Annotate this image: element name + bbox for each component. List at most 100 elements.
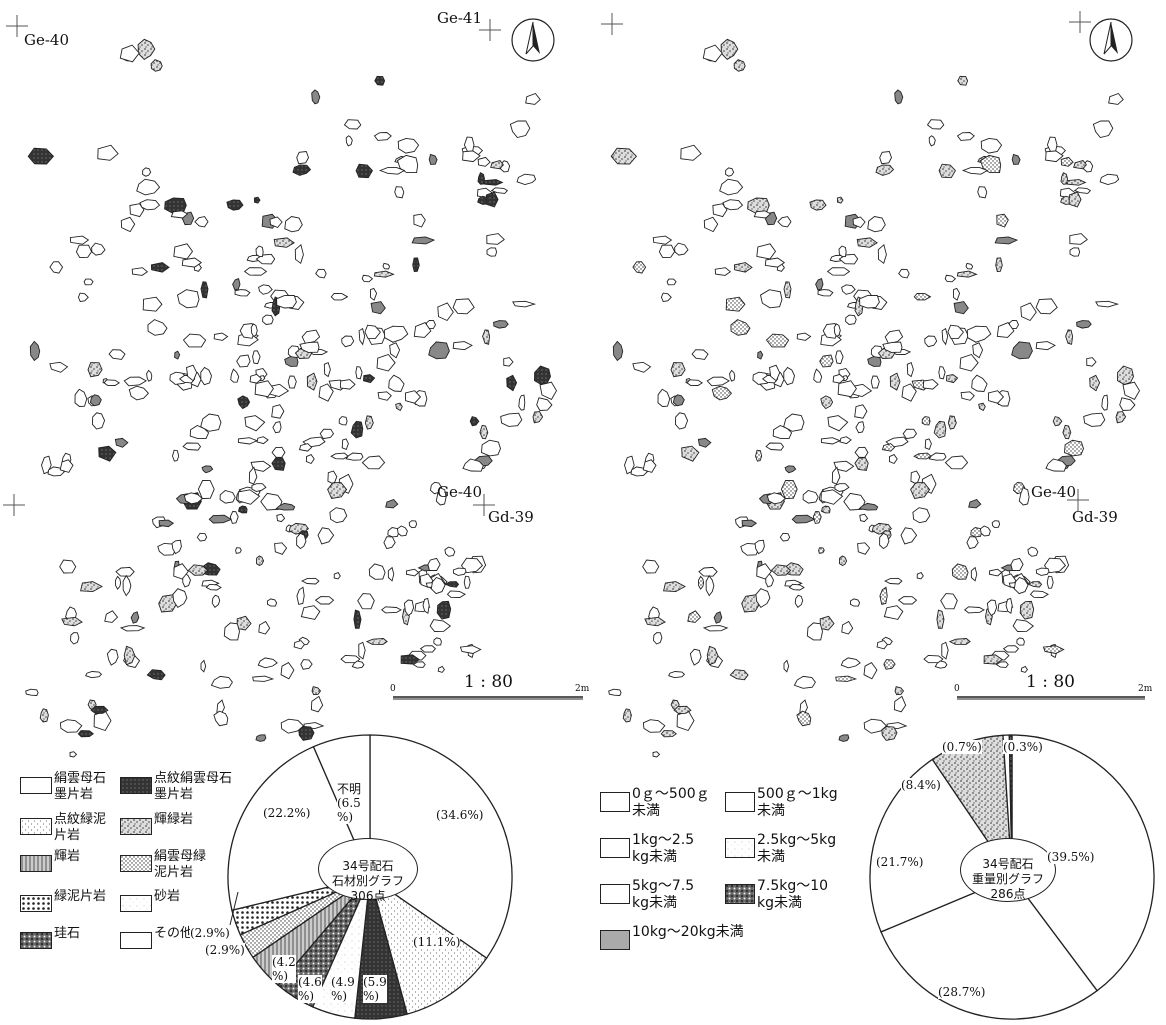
stone-outline: [946, 374, 959, 384]
stone-outline: [382, 262, 391, 270]
stone-outline: [211, 594, 221, 608]
stone-outline: [833, 460, 855, 472]
stone-outline: [146, 369, 153, 382]
stone-outline: [711, 385, 733, 401]
stone-outline: [139, 199, 161, 211]
stone-outline: [959, 353, 979, 372]
stone-outline: [503, 357, 514, 367]
stone-outline: [779, 532, 791, 542]
stone-outline: [534, 365, 551, 385]
stone-outline: [894, 686, 905, 696]
stone-outline: [879, 586, 888, 605]
stone-outline: [477, 156, 491, 167]
stone-outline: [910, 482, 931, 500]
scale-end-right: 2m: [1138, 684, 1153, 694]
stone-outline: [365, 638, 388, 645]
stone-outline: [995, 661, 1009, 668]
stone-outline: [819, 615, 835, 631]
stone-outline: [610, 147, 638, 165]
weight-legend-swatch: [600, 930, 630, 950]
stone-outline: [757, 350, 764, 360]
stone-outline: [490, 159, 504, 170]
stone-outline: [1092, 120, 1114, 139]
stone-outline: [791, 514, 816, 524]
pie-percent-label: (22.2%): [263, 806, 311, 820]
stone-outline: [1027, 581, 1043, 588]
stone-outline: [292, 164, 312, 176]
grid-cross-icon: [3, 494, 25, 516]
stone-outline: [971, 374, 988, 392]
stone-outline: [994, 236, 1019, 245]
stone-outline: [963, 606, 985, 614]
stone-outline: [395, 402, 403, 412]
stone-outline: [446, 590, 467, 598]
stone-outline: [253, 196, 261, 204]
pie-percent-label: (4.6 %): [298, 975, 322, 1003]
stone-outline: [428, 341, 450, 360]
stone-outline: [722, 199, 744, 211]
stone-outline: [652, 235, 673, 245]
stone-outline: [783, 281, 792, 299]
stone-outline: [902, 428, 918, 440]
stone-outline: [89, 394, 102, 407]
stone-outline: [867, 356, 882, 367]
stone-outline: [363, 374, 376, 384]
stone-outline: [802, 490, 819, 504]
stone-outline: [881, 726, 898, 741]
stone-outline: [1013, 576, 1029, 595]
stone-outline: [300, 605, 321, 620]
material-legend-swatch: [20, 895, 52, 912]
stone-outline: [119, 625, 146, 632]
grid-cross-icon: [473, 494, 495, 516]
stone-outline: [223, 622, 240, 641]
stone-outline: [1042, 645, 1065, 654]
stone-outline: [493, 320, 509, 329]
stone-outline: [674, 242, 689, 256]
stone-outline: [855, 421, 865, 434]
stone-outline: [875, 164, 895, 176]
stone-outline: [219, 490, 236, 504]
stone-outline: [108, 349, 126, 360]
stone-outline: [687, 610, 702, 623]
stone-outline: [840, 657, 861, 669]
grid-crosses: [3, 11, 1091, 516]
stone-outline: [845, 314, 857, 325]
material-legend-label: 絹雲母石 墨片岩: [54, 771, 107, 802]
pie-percent-label: (39.5%): [1047, 850, 1095, 864]
stone-outline: [287, 375, 297, 389]
stone-outline: [956, 270, 978, 278]
stone-outline: [765, 333, 790, 348]
stone-outline: [370, 301, 386, 315]
stone-outline: [257, 657, 278, 669]
scale-bar-right: [957, 696, 1145, 700]
stone-outline: [237, 395, 251, 410]
stone-outline: [1069, 233, 1088, 245]
stone-outline: [77, 292, 89, 302]
grid-label-ge40-right: Ge-40: [1031, 483, 1077, 501]
stone-outline: [146, 669, 166, 681]
grid-cross-icon: [1067, 489, 1089, 511]
stone-outline: [1010, 557, 1024, 571]
stone-outline: [912, 507, 931, 524]
stone-outline: [171, 539, 182, 555]
stone-outline: [806, 622, 823, 641]
stone-outline: [632, 261, 647, 274]
stone-outline: [987, 390, 1005, 404]
stone-outline: [879, 532, 890, 550]
stone-outline: [1011, 341, 1033, 360]
stone-outline: [486, 233, 505, 245]
stone-outline: [396, 525, 408, 537]
stone-outline: [200, 281, 209, 299]
stone-outline: [269, 216, 283, 229]
stone-outline: [893, 695, 907, 713]
pie-percent-label: (4.9 %): [331, 975, 355, 1003]
stone-outline: [157, 542, 177, 556]
stone-outline: [719, 178, 744, 196]
stone-outline: [1076, 320, 1092, 329]
stone-outline: [940, 593, 958, 610]
stone-outline: [714, 267, 732, 276]
grid-cross-icon: [6, 15, 28, 37]
stone-outline: [229, 511, 239, 524]
stone-outline: [106, 648, 119, 666]
stone-outline: [956, 132, 975, 141]
